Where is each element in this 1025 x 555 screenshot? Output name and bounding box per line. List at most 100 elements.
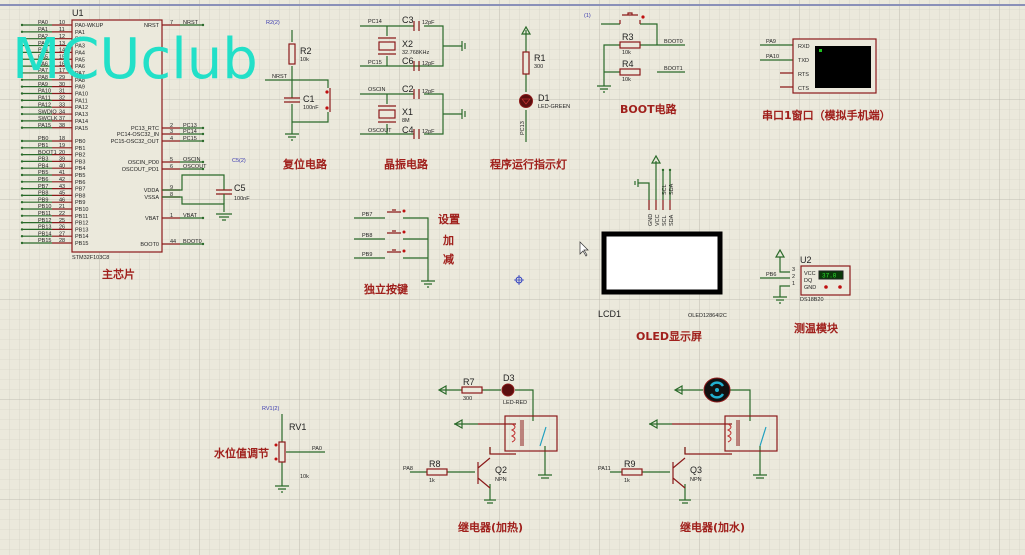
pin-net-label: PB15 [38, 238, 51, 244]
pin-terminal [20, 37, 24, 40]
pin-number: 32 [59, 96, 65, 102]
net-oscin: OSCIN [368, 87, 385, 93]
pin-name: PC14-OSC32_IN [117, 132, 159, 138]
pin-name: NRST [144, 23, 160, 29]
net-oscout: OSCOUT [368, 128, 392, 134]
oled-pin-gnd: GND [648, 214, 654, 226]
pin-terminal [20, 146, 24, 149]
pin-net-label: PA12 [38, 102, 51, 108]
virtual-terminal[interactable]: PA9 PA10 RXD TXD RTS CTS 串口1窗口（模拟手机端） [760, 38, 891, 122]
pin-number: 33 [59, 102, 65, 108]
rv1-value: 10k [300, 474, 309, 480]
mcu-part: STM32F103C8 [72, 255, 109, 261]
pin-number: 6 [170, 164, 173, 170]
uart-title: 串口1窗口（模拟手机端） [762, 108, 891, 122]
pin-terminal [20, 173, 24, 177]
pin-terminal [20, 30, 24, 34]
pin-number: 4 [170, 136, 173, 142]
pin-terminal [20, 160, 24, 163]
pin-name: VSSA [144, 195, 159, 201]
r3-ref: R3 [622, 32, 634, 42]
pin-number: 10 [59, 20, 65, 26]
pin-terminal [20, 85, 24, 88]
pin-name: PB6 [75, 180, 85, 186]
pin-rts: RTS [798, 72, 809, 78]
net-pa11: PA11 [598, 466, 611, 472]
boot-title: BOOT电路 [620, 102, 678, 116]
pin-name: OSCIN_PD0 [128, 160, 159, 166]
pin-net-label: PA4 [38, 48, 48, 54]
net-pa10: PA10 [766, 54, 779, 60]
capacitor-c5[interactable]: C5 100nF C5(2) [162, 158, 250, 221]
pin-number: 3 [170, 129, 173, 135]
pin-name: PA14 [75, 119, 88, 125]
pin-net-label: PB8 [38, 191, 48, 197]
pin-name: PA2 [75, 37, 85, 43]
pin-name: PA12 [75, 105, 88, 111]
pin-number: 12 [59, 34, 65, 40]
net-pb9: PB9 [362, 252, 372, 258]
pin-terminal [20, 201, 24, 204]
pin-txd: TXD [798, 58, 809, 64]
pin-name: PA4 [75, 50, 85, 56]
pin-name: PA0-WKUP [75, 23, 104, 29]
pin-name: PB2 [75, 153, 85, 159]
pin-number: 25 [59, 218, 65, 224]
pin-terminal [20, 106, 24, 109]
pin-net-label: OSCIN [183, 157, 200, 163]
x1-value: 8M [402, 118, 410, 124]
pin-number: 17 [59, 68, 65, 74]
pin-terminal [201, 139, 205, 143]
pin-name: PB3 [75, 159, 85, 165]
pin-rxd: RXD [798, 44, 810, 50]
rv1-ref: RV1 [289, 422, 306, 432]
relay-heating[interactable]: R7 300 D3 LED-RED R8 1k PA8 Q2 NPN 继电器(加… [403, 373, 558, 534]
pin-terminal [20, 23, 24, 27]
temp-reading: 37.0 [822, 273, 837, 280]
reset-circuit[interactable]: R2(2) R2 10k NRST C1 100nF 复位电路 [265, 20, 331, 171]
key-buttons[interactable]: PB7 PB8 PB9 设置 加 减 独立按键 [354, 209, 460, 297]
pin-net-label: PB10 [38, 204, 51, 210]
c5-ref: C5 [234, 183, 246, 193]
crystal-circuit[interactable]: PC14 PC15 OSCIN OSCOUT C3 12pF C6 12pF C… [360, 15, 466, 171]
pin-terminal [20, 99, 24, 102]
r9-value: 1k [624, 478, 630, 484]
pin-name: PA11 [75, 98, 88, 104]
c5-probe: C5(2) [232, 158, 246, 164]
x1-ref: X1 [402, 107, 413, 117]
pin-name: PA5 [75, 57, 85, 63]
run-indicator[interactable]: R1 300 D1 LED-GREEN PC13 程序运行指示灯 [490, 25, 570, 171]
relay-water[interactable]: R9 1k PA11 Q3 NPN 继电器(加水) [598, 377, 778, 534]
pin-terminal [201, 242, 205, 246]
pin-number: 42 [59, 177, 65, 183]
pin-number: 40 [59, 163, 65, 169]
potentiometer-rv1[interactable]: RV1(2) RV1 10k PA0 水位值调节 [214, 406, 325, 493]
oled-display[interactable]: GND VCC SCL SDA SCL SDA LCD1 OLED12864I2… [598, 154, 727, 343]
pin-name: PB12 [75, 221, 88, 227]
temperature-sensor[interactable]: 37.0 U2 DS18B20 PB6 3 2 1 VCC DQ GND 测温模… [760, 248, 851, 335]
pin-number: 20 [59, 150, 65, 156]
pin-terminal [20, 112, 24, 116]
pin-terminal [20, 92, 24, 95]
x2-value: 32.768KHz [402, 50, 429, 56]
rv1-probe: RV1(2) [262, 406, 279, 412]
pin-number: 45 [59, 191, 65, 197]
boot-circuit[interactable]: (1) R3 10k R4 10k BOOT0 BOOT1 BOOT电路 [584, 12, 685, 116]
pin-terminal [20, 241, 24, 245]
c6-ref: C6 [402, 56, 414, 66]
pin-terminal [20, 51, 24, 54]
pin-number: 26 [59, 225, 65, 231]
pin-number: 31 [59, 89, 65, 95]
boot-probe: (1) [584, 13, 591, 19]
pin-net-label: PA10 [38, 89, 51, 95]
pin-number: 5 [170, 157, 173, 163]
u2-pin2-num: 2 [792, 274, 795, 280]
pin-name: PA6 [75, 64, 85, 70]
pin-name: VDDA [144, 188, 160, 194]
pin-name: PA9 [75, 85, 85, 91]
pin-net-label: PB3 [38, 157, 48, 163]
oled-pin-vcc: VCC [655, 214, 661, 226]
pin-terminal [20, 187, 24, 190]
